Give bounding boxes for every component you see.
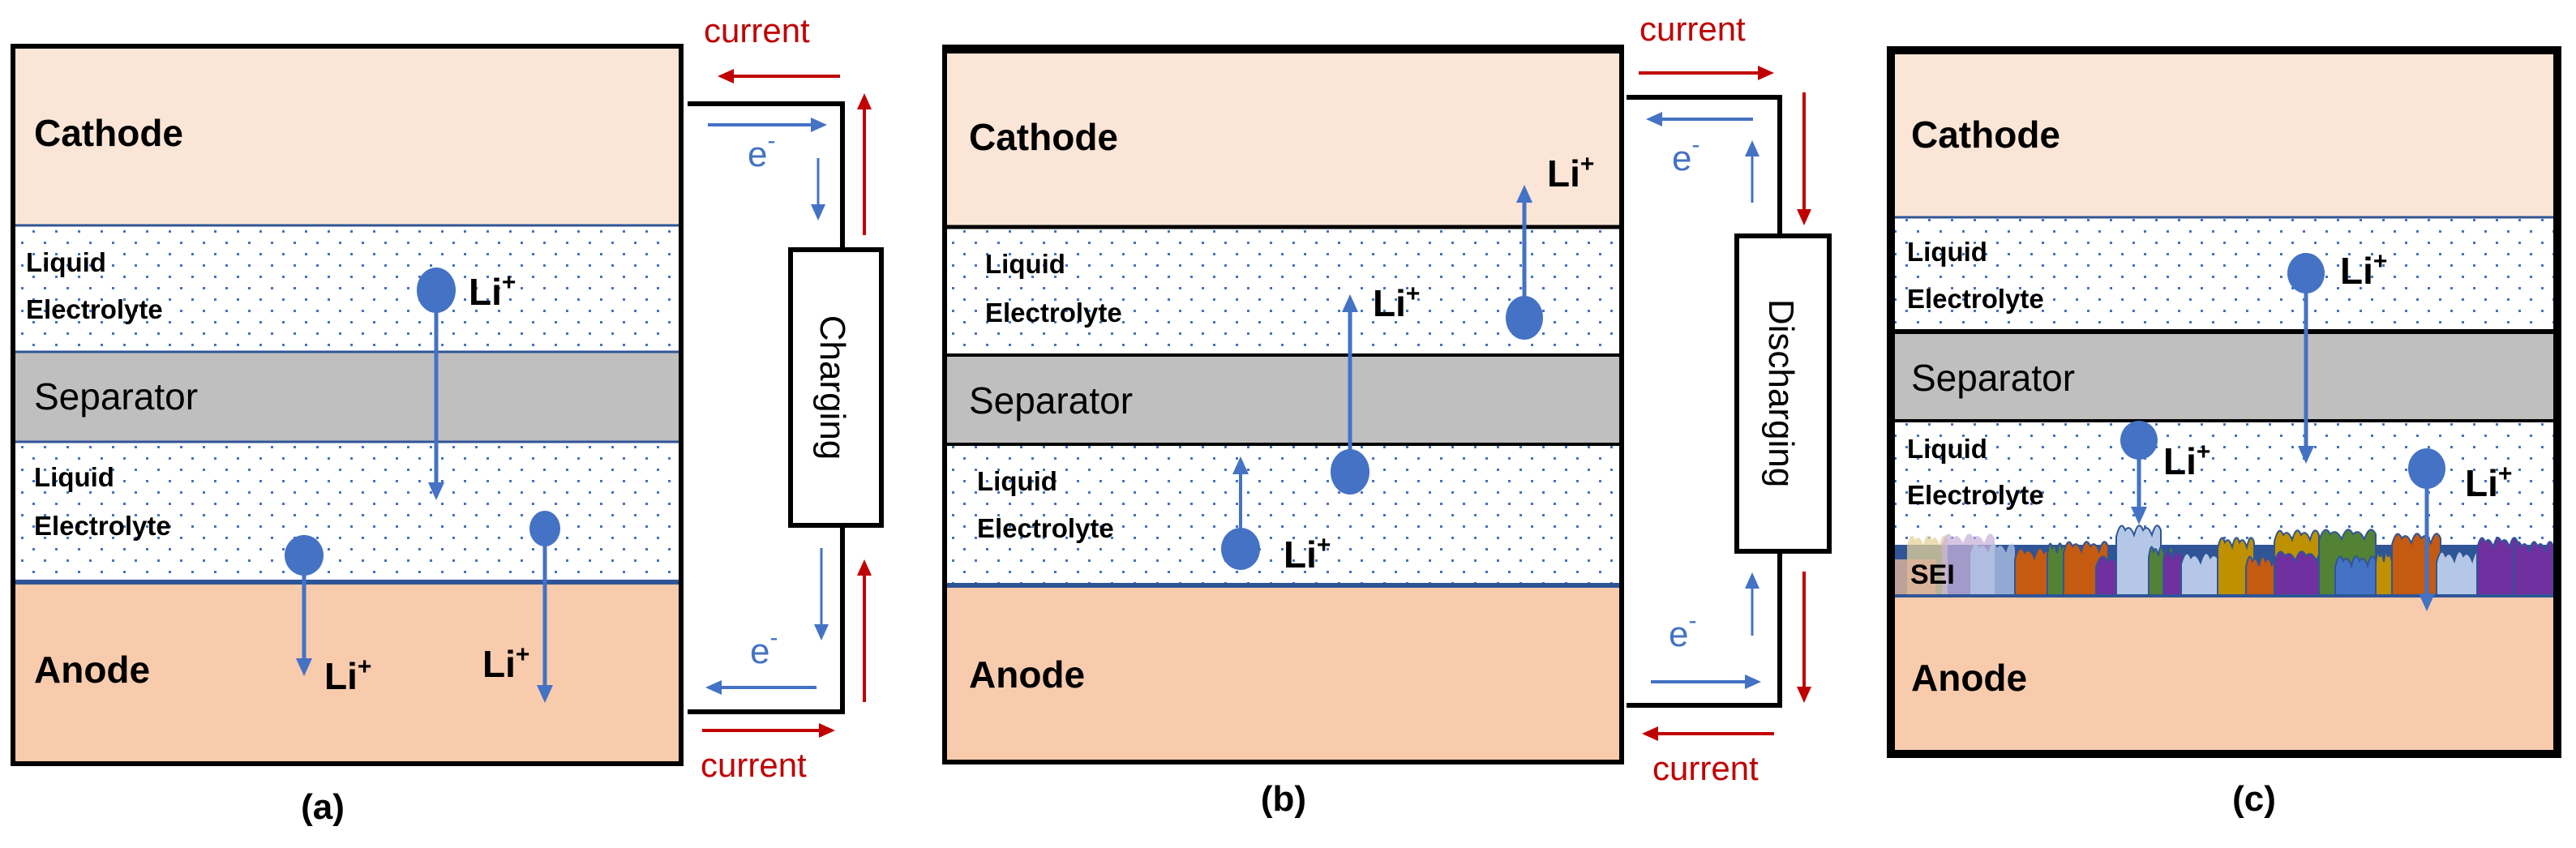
sei-particle [2217,537,2255,596]
electrolyte-label-line1: Liquid [985,249,1065,279]
load-box [1734,233,1832,554]
electrolyte-label-line2: Electrolyte [34,511,171,541]
current-label-top: current [1639,10,1746,48]
lithium-ion: Li+ [2408,448,2512,611]
panel-a: Cathode Liquid Electrolyte Separator Liq… [11,11,884,827]
cathode-layer [1895,54,2553,217]
separator-layer [15,352,679,442]
ion-icon [1221,528,1260,570]
sei-particle [2513,541,2554,596]
panel-c: Cathode Liquid Electrolyte Separator Liq… [1887,46,2561,819]
sei-particle [1895,559,1935,595]
svg-text:Li+: Li+ [469,269,516,313]
charger-box [788,247,884,528]
electrolyte-label-line1: Liquid [1907,237,1987,267]
electrolyte-label-line2: Electrolyte [26,294,163,324]
cathode-label: Cathode [1911,113,2060,156]
electrolyte-label-line1: Liquid [977,466,1057,496]
lithium-ion: Li+ [2120,421,2210,525]
svg-text:Li+: Li+ [2465,460,2512,504]
sei-particle [1970,543,2015,595]
electrolyte-dots [15,442,679,582]
separator-label: Separator [969,379,1133,422]
panel-caption: (a) [301,787,345,827]
lithium-ion: Li+ [285,535,371,697]
current-label-top: current [704,11,810,49]
svg-text:Li+: Li+ [2163,439,2210,482]
electrolyte-dots [15,225,679,352]
lithium-ion: Li+ [1331,281,1420,495]
svg-text:Li+: Li+ [1373,281,1420,324]
ion-icon [285,535,324,576]
sei-particle [2391,533,2441,596]
sei-label: SEI [1910,559,1955,590]
anode-layer [15,582,679,762]
cathode-label: Cathode [34,112,183,154]
anode-label: Anode [969,653,1085,696]
lithium-ion: Li+ [417,268,516,500]
electrolyte-label-line1: Liquid [1907,434,1987,464]
ion-icon [2120,421,2158,460]
ion-icon [417,268,456,313]
svg-text:e-: e- [748,127,775,174]
cathode-layer [15,49,679,225]
external-wire-bottom [688,525,845,714]
electrolyte-label-line2: Electrolyte [1907,284,2044,314]
sei-layer [1895,525,2554,596]
lithium-ion: Li+ [2287,248,2387,464]
lithium-ion: Li+ [1506,151,1594,340]
panel-b: Cathode Liquid Electrolyte Separator Liq… [942,10,1832,819]
sei-particle [2476,537,2518,596]
separator-label: Separator [1911,357,2075,399]
svg-text:Li+: Li+ [324,653,371,697]
anode-layer [946,585,1620,760]
anode-layer [1895,596,2553,752]
current-label-bottom: current [701,746,807,784]
electrolyte-label-line1: Liquid [34,462,114,492]
electrolyte-label-line2: Electrolyte [977,513,1114,543]
cell-border [1887,46,2561,758]
ion-icon [1506,296,1543,340]
lithium-ion: Li+ [482,511,560,703]
lithium-ion: Li+ [1221,456,1331,576]
external-wire-top [688,101,845,249]
cell-border [11,44,684,766]
svg-text:e-: e- [750,624,778,671]
cathode-label: Cathode [969,116,1118,158]
electrolyte-label-line2: Electrolyte [985,298,1122,328]
external-wire-bottom [1627,551,1782,708]
cathode-layer [946,49,1620,227]
charging-label: Charging [812,315,852,460]
ion-icon [2408,448,2445,489]
electrolyte-dots [1895,422,2553,551]
sei-particle [2334,555,2377,596]
electrolyte-label-line2: Electrolyte [1907,480,2044,510]
current-label-bottom: current [1652,749,1759,787]
ion-icon [529,511,560,546]
external-wire-top [1627,95,1782,235]
discharging-label: Discharging [1761,299,1801,487]
anode-label: Anode [34,649,150,691]
panel-caption: (c) [2232,779,2276,819]
electrolyte-dots [946,227,1620,355]
electrolyte-label-line1: Liquid [26,247,106,277]
panel-caption: (b) [1261,779,1306,819]
sei-particle [2436,550,2482,596]
svg-text:Li+: Li+ [1284,532,1331,576]
svg-text:Li+: Li+ [2340,248,2387,292]
ion-icon [2287,253,2325,293]
anode-label: Anode [1911,657,2027,699]
svg-text:e-: e- [1669,607,1696,654]
separator-layer [1895,332,2553,422]
electrolyte-dots [946,444,1620,585]
electrolyte-dots [1895,217,2553,332]
ion-icon [1331,449,1369,495]
svg-text:e-: e- [1672,131,1699,178]
separator-label: Separator [34,375,198,418]
separator-layer [946,355,1620,444]
svg-text:Li+: Li+ [482,641,529,685]
svg-text:Li+: Li+ [1547,151,1594,195]
